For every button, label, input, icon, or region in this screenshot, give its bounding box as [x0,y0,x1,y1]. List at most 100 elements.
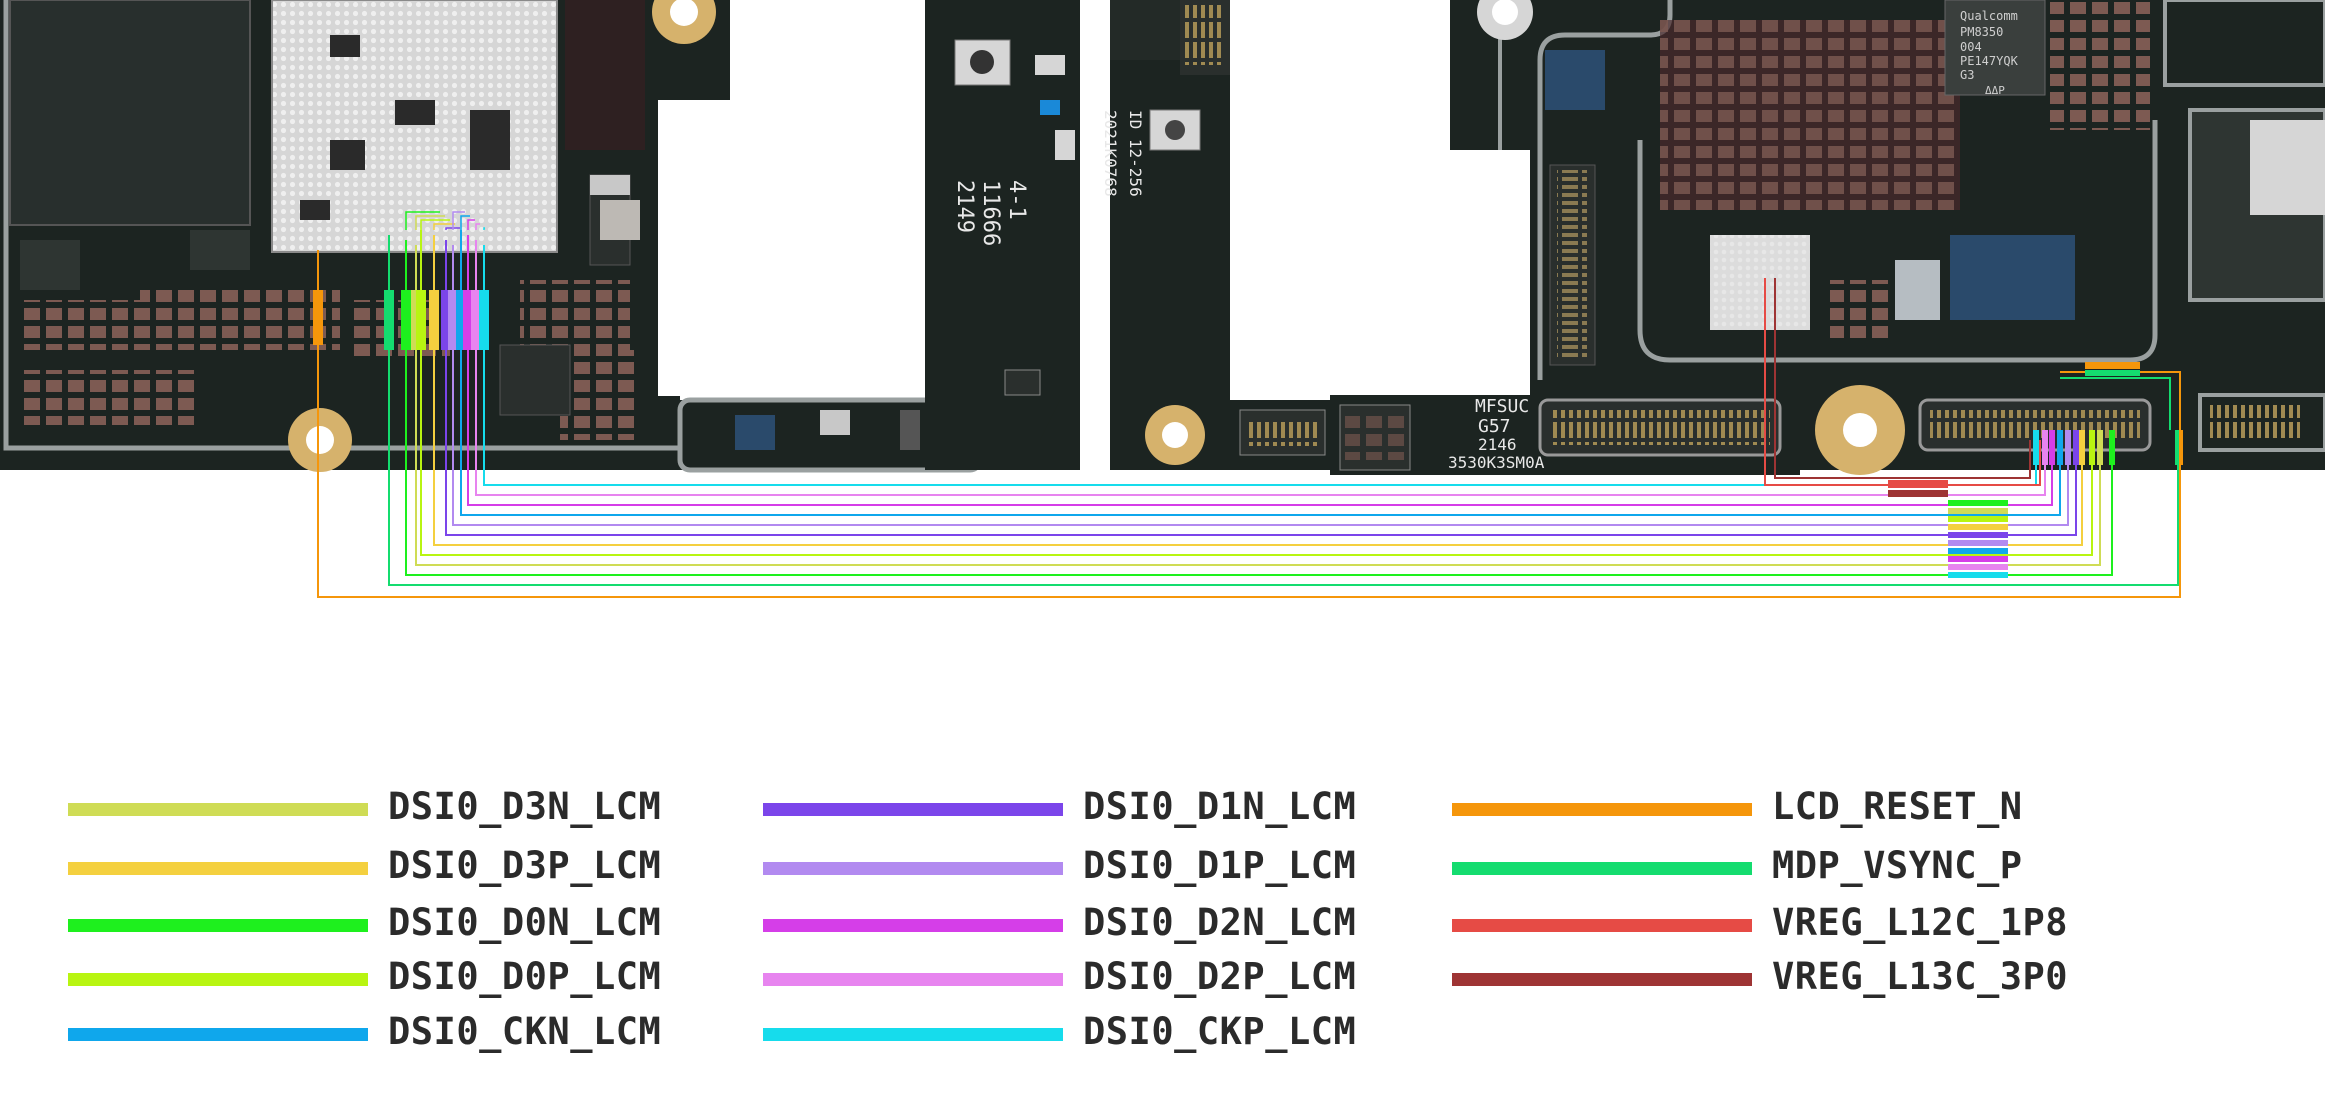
trace-dsi0-ckn-lcm [460,230,2061,516]
pad-dsi0-d0n-lcm-conn [2109,430,2115,465]
trace-dsi0-d1p-lcm [452,245,2069,526]
trace-dsi0-d0p-lcm [420,230,2093,556]
pad-vreg-l13c-3p0-label [1888,490,1948,497]
trace-dsi0-ckp-lcm-fanout [483,227,485,230]
trace-dsi0-d1n-lcm [445,240,2077,536]
flex-silkscreen-left: 2149 11666 4-1 [952,180,1029,246]
trace-dsi0-d3p-lcm [433,235,2083,546]
pad-dsi0-d1p-lcm-conn [2065,430,2071,465]
pad-dsi0-d1n-lcm-tag [1948,532,2008,538]
pad-dsi0-d2p-lcm-tag [1948,564,2008,570]
legend-swatch [763,973,1063,986]
pad-dsi0-d2p-lcm-conn [2042,430,2048,465]
legend-swatch [763,803,1063,816]
svg-text:4-1: 4-1 [1004,180,1029,220]
svg-text:ΔΔP: ΔΔP [1985,84,2005,97]
legend-swatch [763,1028,1063,1041]
pad-dsi0-d2n-lcm-conn [2049,430,2055,465]
svg-text:G3: G3 [1960,68,1974,82]
pad-dsi0-ckn-lcm [456,290,466,350]
pad-dsi0-ckp-lcm [479,290,489,350]
svg-text:004: 004 [1960,40,1982,54]
trace-dsi0-d0n-lcm-fanout [405,211,440,230]
svg-text:ID 12-256: ID 12-256 [1126,110,1145,197]
trace-dsi0-d2n-lcm [467,235,2053,506]
trace-mdp-vsync-p-link [2060,377,2171,430]
legend-swatch [1452,803,1752,816]
pad-dsi0-d0p-lcm-tag [1948,516,2008,522]
trace-dsi0-d2n-lcm-fanout [467,219,475,230]
legend-label: DSI0_D2P_LCM [1083,955,1357,998]
pad-vreg-l12c-1p8-label [1888,480,1948,488]
legend-label: DSI0_D0P_LCM [388,955,662,998]
legend-label: VREG_L13C_3P0 [1772,955,2069,998]
pad-mdp-vsync-p-conn [2175,430,2181,465]
svg-text:MFSUC: MFSUC [1475,396,1529,417]
signal-traces [313,211,2183,598]
legend-label: DSI0_CKN_LCM [388,1010,662,1053]
pad-dsi0-d3n-lcm-conn [2097,430,2103,465]
pad-dsi0-d3n-lcm-tag [1948,508,2008,514]
pad-dsi0-d1n-lcm-conn [2073,430,2079,465]
pad-dsi0-d2n-lcm-tag [1948,556,2008,562]
pad-dsi0-d0n-lcm-tag [1948,500,2008,506]
pad-dsi0-d0p-lcm-conn [2089,430,2095,465]
legend-label: DSI0_D2N_LCM [1083,901,1357,944]
pad-dsi0-d1n-lcm [441,290,451,350]
legend-swatch [1452,919,1752,932]
trace-dsi0-d0n-lcm [405,240,2113,576]
pad-lcd-reset-n [313,290,323,345]
legend-label: LCD_RESET_N [1772,785,2023,828]
legend-label: MDP_VSYNC_P [1772,844,2023,887]
legend-swatch [763,862,1063,875]
svg-text:2149: 2149 [952,180,977,233]
trace-dsi0-d3n-lcm-fanout [415,215,445,230]
pad-dsi0-d0n-lcm [401,290,411,350]
legend-swatch [68,1028,368,1041]
legend-label: DSI0_D3P_LCM [388,844,662,887]
trace-mdp-vsync-p [388,235,2179,586]
legend-swatch [1452,862,1752,875]
svg-text:3530K3SM0A: 3530K3SM0A [1448,453,1545,472]
trace-dsi0-d2p-lcm-fanout [475,223,480,230]
legend-label: DSI0_D3N_LCM [388,785,662,828]
pad-lcd-reset-n-label [2085,362,2140,369]
trace-dsi0-d3p-lcm-fanout [433,223,455,230]
trace-dsi0-d1p-lcm-fanout [452,211,465,230]
svg-text:2146: 2146 [1478,435,1517,454]
pad-dsi0-d2n-lcm [463,290,473,350]
pad-dsi0-ckp-lcm-conn [2033,430,2039,465]
pad-dsi0-ckn-lcm-tag [1948,548,2008,554]
trace-dsi0-d3n-lcm [415,245,2101,566]
flex-silkscreen-right: 2021K0768 [1101,110,1120,197]
trace-dsi0-ckn-lcm-fanout [460,215,470,230]
pad-mdp-vsync-p-label [2085,370,2140,376]
legend-label: DSI0_CKP_LCM [1083,1010,1357,1053]
svg-text:Qualcomm: Qualcomm [1960,9,2018,23]
pad-dsi0-d3p-lcm [429,290,439,350]
pad-dsi0-d3p-lcm-tag [1948,524,2008,530]
pad-mdp-vsync-p [384,290,394,350]
left-board: 2149 11666 4-1 [0,0,1080,473]
legend-label: DSI0_D0N_LCM [388,901,662,944]
pad-dsi0-d0p-lcm [416,290,426,350]
svg-text:G57: G57 [1478,416,1511,437]
svg-text:PM8350: PM8350 [1960,25,2003,39]
legend-label: VREG_L12C_1P8 [1772,901,2069,944]
pad-dsi0-d1p-lcm-tag [1948,540,2008,546]
svg-text:PE147YQK: PE147YQK [1960,54,2019,68]
legend-swatch [68,919,368,932]
trace-dsi0-d1n-lcm-fanout [445,227,460,230]
pad-dsi0-d2p-lcm [471,290,481,350]
svg-text:11666: 11666 [978,180,1003,246]
legend-swatch [68,973,368,986]
legend-swatch [763,919,1063,932]
pad-dsi0-d1p-lcm [448,290,458,350]
pad-dsi0-ckn-lcm-conn [2057,430,2063,465]
trace-vreg-l13c-3p0 [1774,278,2031,479]
right-board: 2021K0768 ID 12-256 Qualcomm PM8350 004 … [1101,0,2325,475]
legend-label: DSI0_D1P_LCM [1083,844,1357,887]
legend-swatch [68,862,368,875]
